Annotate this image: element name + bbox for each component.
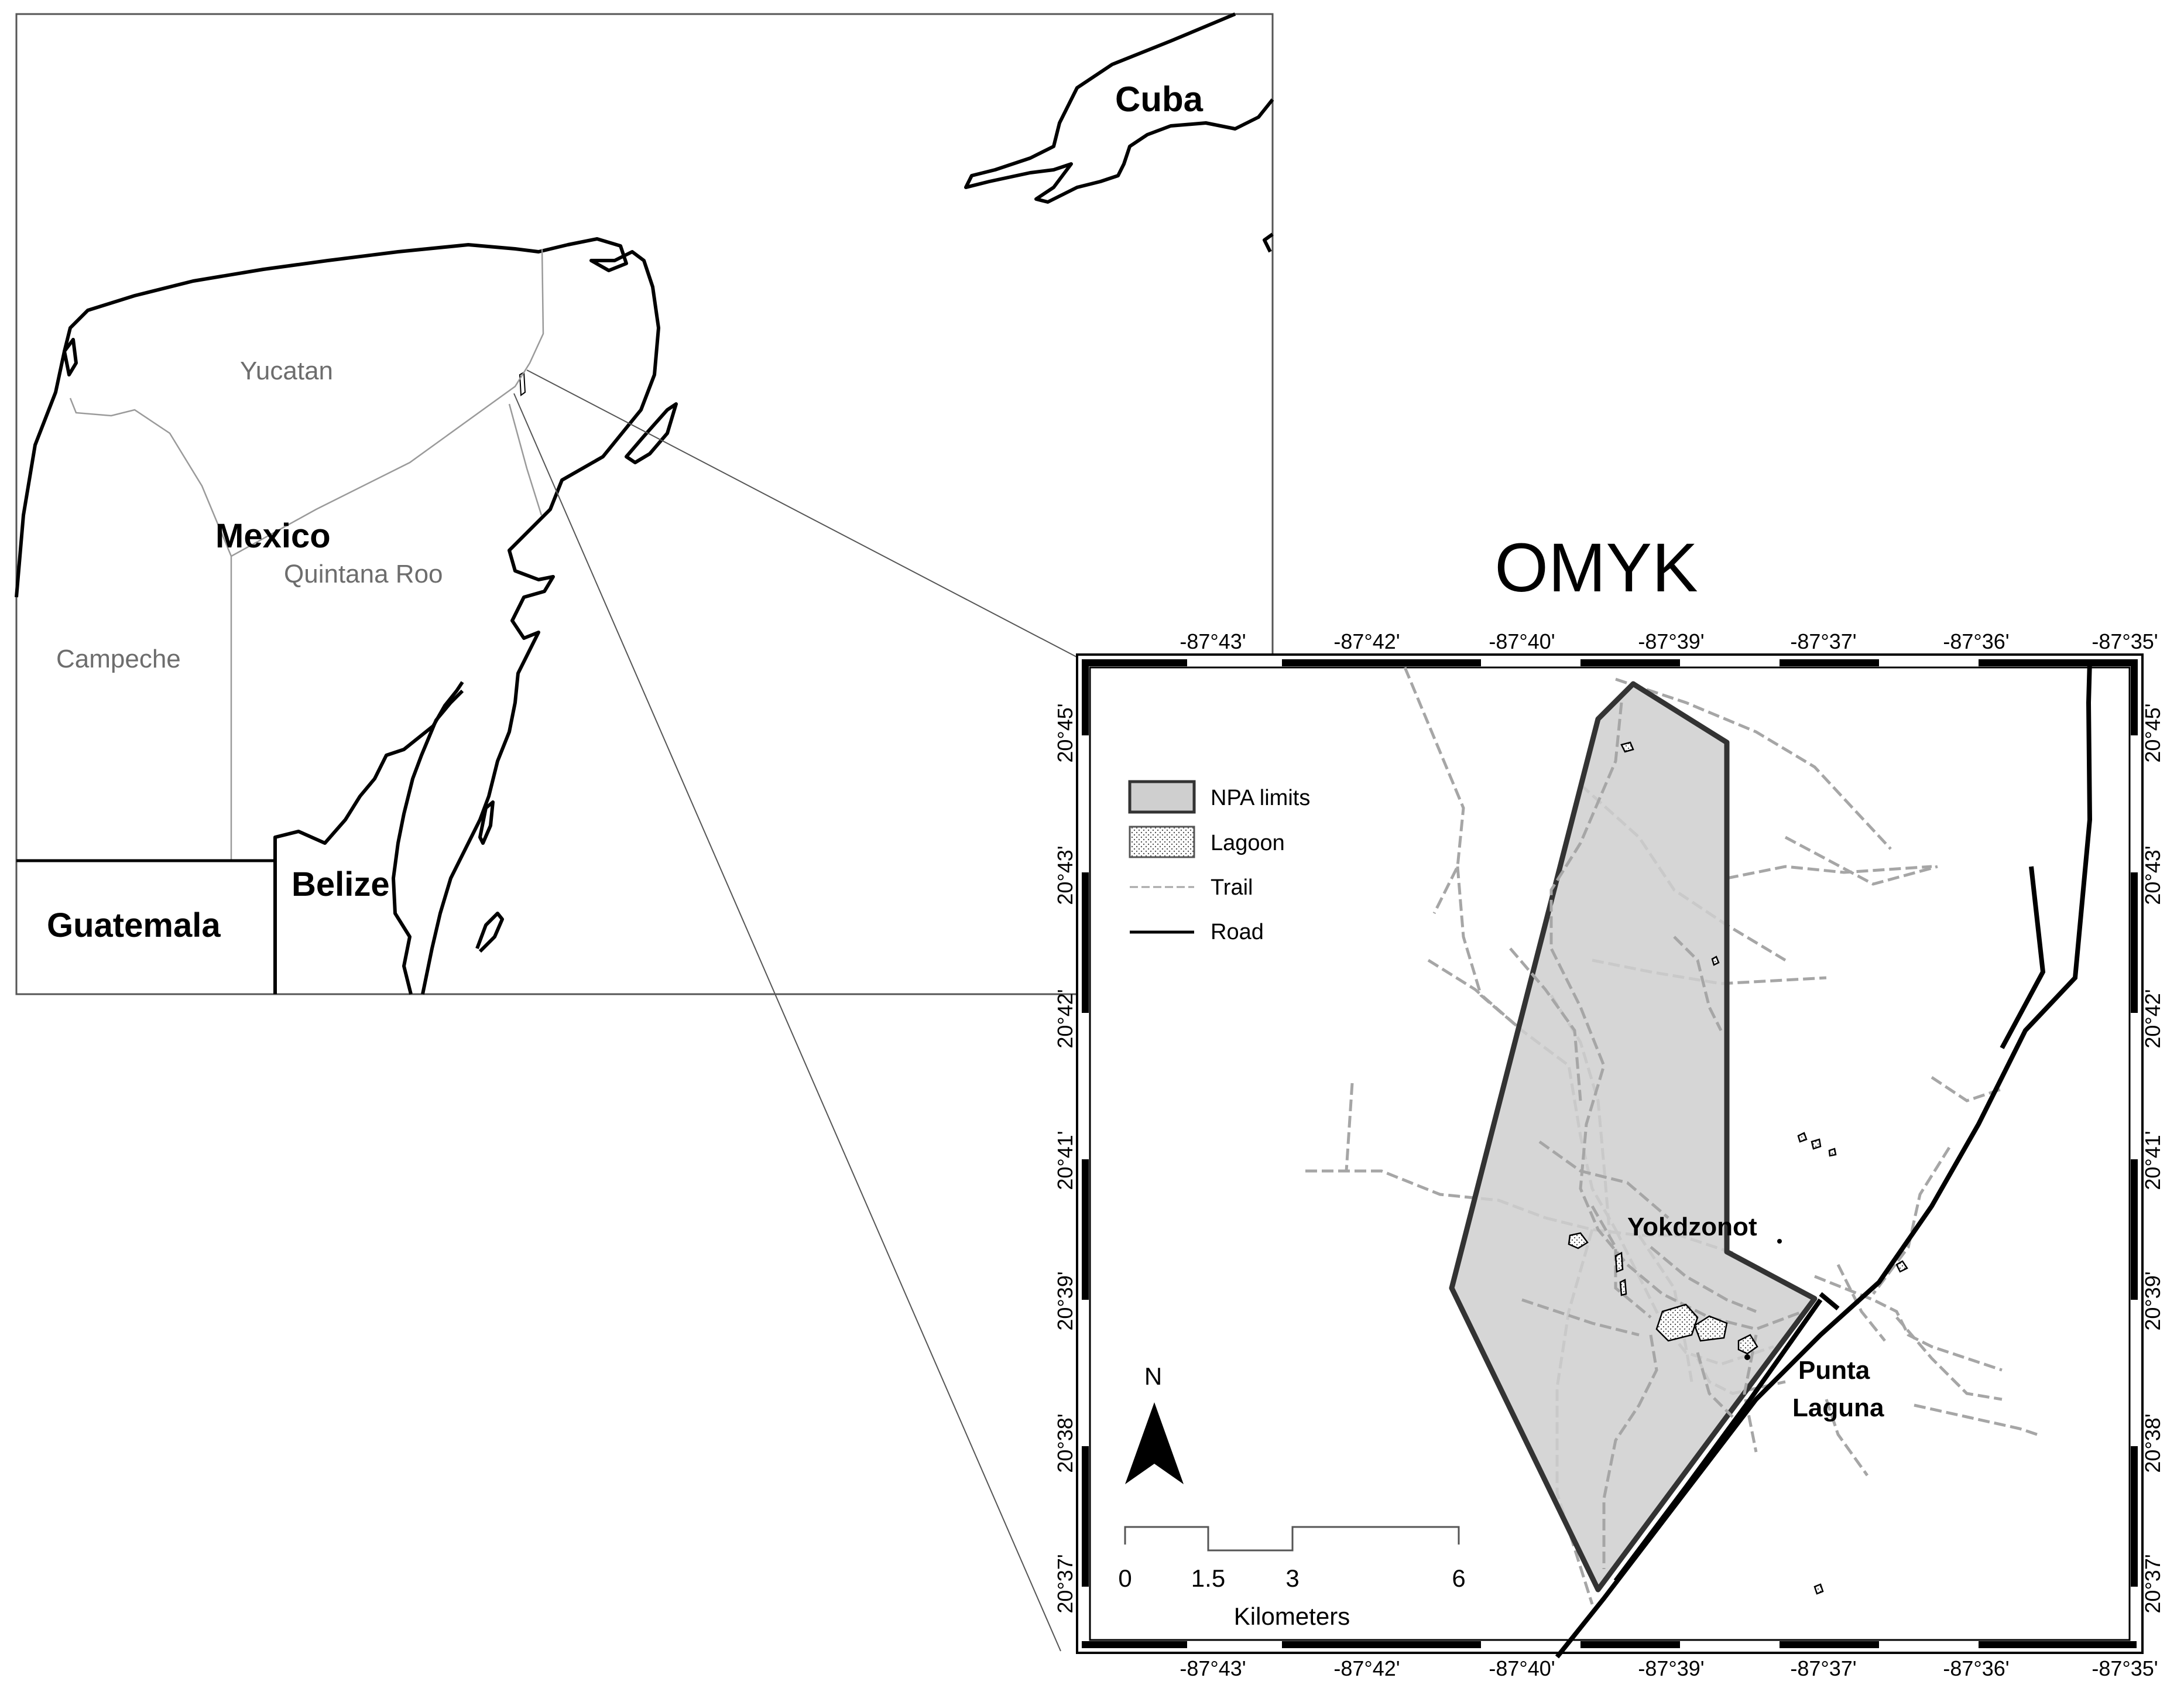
legend-npa-label: NPA limits xyxy=(1211,786,1310,810)
lon-tick-top: -87°43' xyxy=(1180,629,1246,653)
lagoons xyxy=(1568,741,1908,1595)
lat-tick-left: 20°41' xyxy=(1053,1131,1077,1190)
latitude-labels-right: 20°45' 20°43' 20°42' 20°41' 20°39' 20°38… xyxy=(2141,703,2165,1613)
lat-tick-left: 20°42' xyxy=(1053,989,1077,1048)
cuba-coastline xyxy=(964,12,1274,204)
longitude-labels-top: -87°43' -87°42' -87°40' -87°39' -87°37' … xyxy=(1180,629,2158,653)
lat-tick-right: 20°39' xyxy=(2141,1271,2165,1330)
scale-tick-3: 6 xyxy=(1452,1564,1465,1592)
lon-tick-top: -87°40' xyxy=(1489,629,1555,653)
lat-tick-right: 20°38' xyxy=(2141,1413,2165,1473)
lat-tick-right: 20°37' xyxy=(2141,1554,2165,1613)
country-label-mexico: Mexico xyxy=(215,517,331,555)
lat-tick-left: 20°45' xyxy=(1053,703,1077,762)
cozumel-island xyxy=(625,402,678,464)
lon-tick-top: -87°35' xyxy=(2092,629,2158,653)
zoom-connector-lines xyxy=(513,369,1081,1652)
legend-npa-swatch xyxy=(1128,780,1196,814)
legend-lagoon-swatch xyxy=(1129,826,1195,858)
yucatan-coastline xyxy=(15,237,660,995)
scale-tick-2: 3 xyxy=(1285,1564,1299,1592)
lon-tick-bottom: -87°40' xyxy=(1489,1656,1555,1680)
cuba-east-fragment xyxy=(1263,232,1274,253)
npa-limits-polygon xyxy=(1449,681,1818,1593)
lon-tick-bottom: -87°42' xyxy=(1333,1656,1400,1680)
scale-unit: Kilometers xyxy=(1234,1602,1350,1630)
place-label-yokdzonot: Yokdzonot xyxy=(1627,1213,1757,1241)
country-label-belize: Belize xyxy=(292,865,390,903)
inset-map: OMYK xyxy=(1053,529,2165,1680)
scale-tick-1: 1.5 xyxy=(1191,1564,1225,1592)
overview-map: Cuba Yucatan Mexico Quintana Roo Campech… xyxy=(15,12,1274,995)
lon-tick-bottom: -87°43' xyxy=(1180,1656,1246,1680)
map-title: OMYK xyxy=(1494,529,1698,607)
legend-trail-label: Trail xyxy=(1211,875,1253,900)
lat-tick-right: 20°41' xyxy=(2141,1131,2165,1190)
country-label-guatemala: Guatemala xyxy=(47,906,221,944)
roads xyxy=(1555,660,2093,1659)
lat-tick-left: 20°37' xyxy=(1053,1554,1077,1613)
north-arrow-icon xyxy=(1125,1402,1184,1484)
lat-tick-right: 20°42' xyxy=(2141,989,2165,1048)
lon-tick-bottom: -87°36' xyxy=(1943,1656,2009,1680)
islet-2 xyxy=(475,912,504,953)
islet-1 xyxy=(478,800,495,845)
lat-tick-left: 20°38' xyxy=(1053,1413,1077,1473)
lat-tick-left: 20°39' xyxy=(1053,1271,1077,1330)
legend: NPA limits Lagoon Trail Road xyxy=(1128,780,1310,944)
graticule-bar xyxy=(1082,659,2138,1648)
scale-bar: 0 1.5 3 6 Kilometers xyxy=(1118,1526,1466,1630)
islet-3 xyxy=(63,338,78,376)
lat-tick-right: 20°45' xyxy=(2141,703,2165,762)
state-border-qroo xyxy=(508,403,543,516)
lon-tick-bottom: -87°35' xyxy=(2092,1656,2158,1680)
lat-tick-left: 20°43' xyxy=(1053,845,1077,905)
lon-tick-top: -87°37' xyxy=(1790,629,1856,653)
state-label-yucatan: Yucatan xyxy=(240,357,333,385)
place-marker-yokdzonot xyxy=(1777,1239,1782,1244)
north-arrow: N xyxy=(1125,1362,1184,1484)
state-label-quintana-roo: Quintana Roo xyxy=(284,560,443,588)
trails-inside-npa xyxy=(1509,702,1804,1569)
legend-road-label: Road xyxy=(1211,920,1264,944)
lon-tick-top: -87°42' xyxy=(1333,629,1400,653)
lon-tick-bottom: -87°39' xyxy=(1638,1656,1704,1680)
lat-tick-right: 20°43' xyxy=(2141,845,2165,905)
place-marker-punta-laguna xyxy=(1744,1354,1750,1360)
lon-tick-bottom: -87°37' xyxy=(1790,1656,1856,1680)
country-label-cuba: Cuba xyxy=(1115,80,1204,119)
legend-lagoon-label: Lagoon xyxy=(1211,831,1285,855)
longitude-labels-bottom: -87°43' -87°42' -87°40' -87°39' -87°37' … xyxy=(1180,1656,2158,1680)
latitude-labels-left: 20°45' 20°43' 20°42' 20°41' 20°39' 20°38… xyxy=(1053,703,1077,1613)
lon-tick-top: -87°39' xyxy=(1638,629,1704,653)
state-label-campeche: Campeche xyxy=(56,645,181,673)
scale-tick-0: 0 xyxy=(1118,1564,1132,1592)
belize-coast xyxy=(273,681,464,994)
lon-tick-top: -87°36' xyxy=(1943,629,2009,653)
north-label: N xyxy=(1144,1362,1162,1390)
